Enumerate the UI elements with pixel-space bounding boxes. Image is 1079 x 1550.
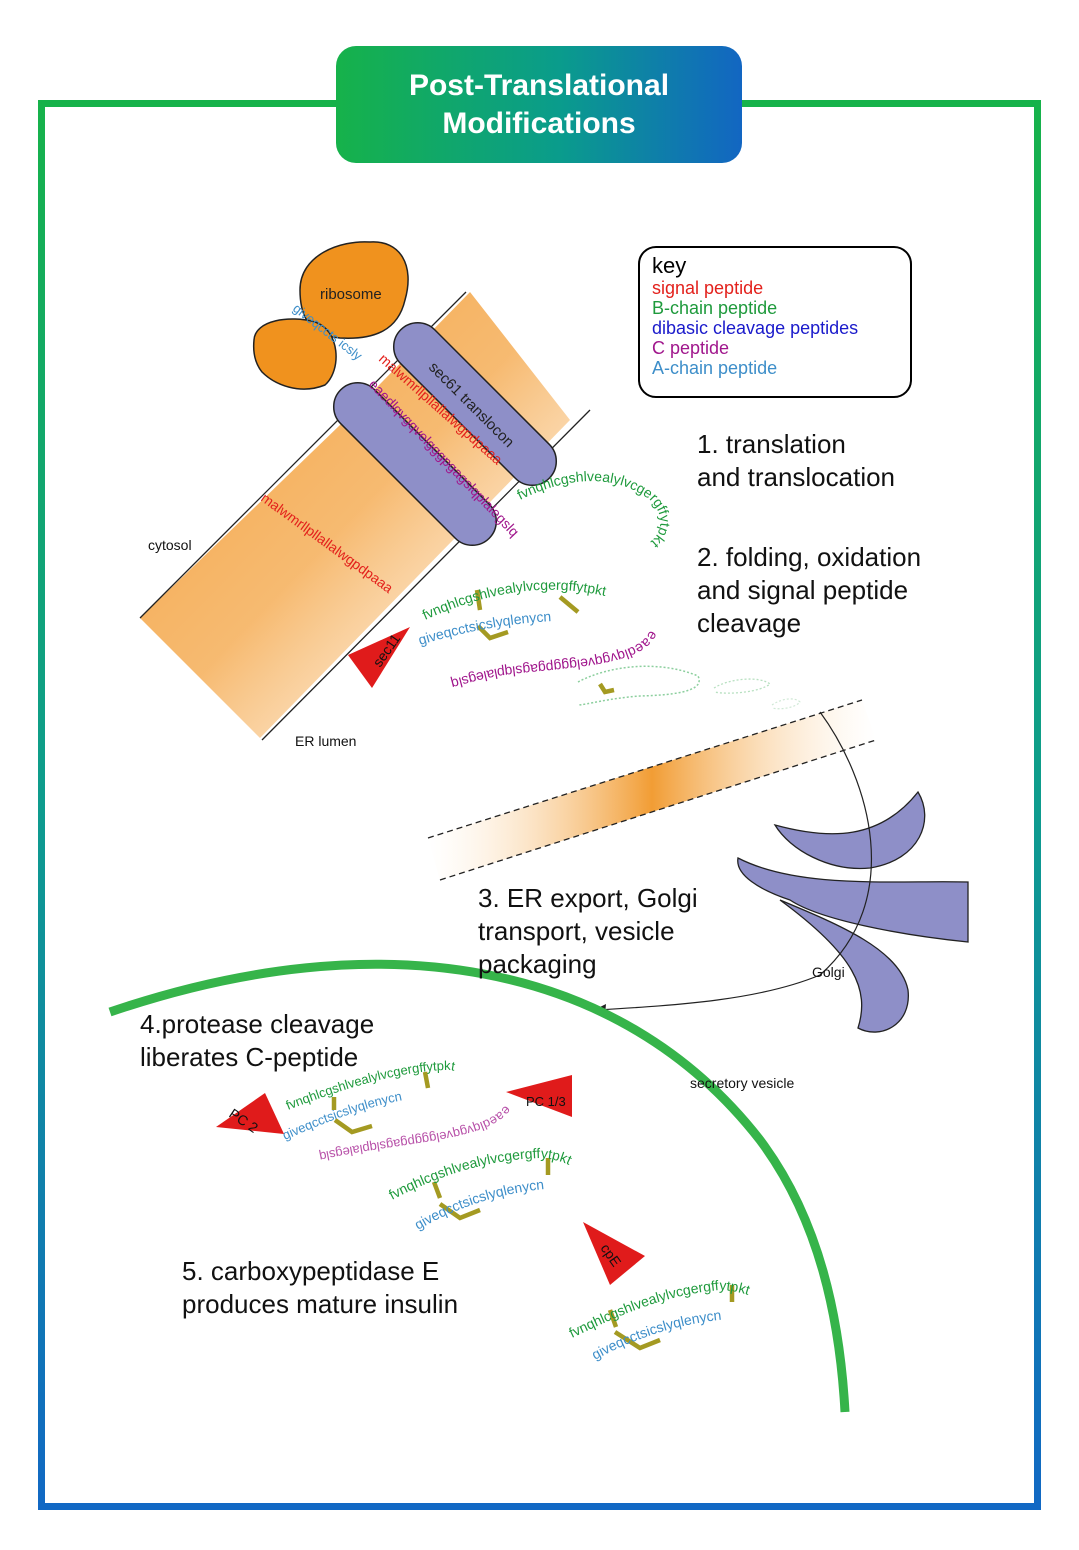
- legend-item-a-chain: A-chain peptide: [652, 358, 778, 378]
- legend-key: key signal peptide B-chain peptide dibas…: [638, 246, 912, 398]
- disulfide-bond: [558, 595, 580, 614]
- step-3-label: 3. ER export, Golgi transport, vesicle p…: [478, 883, 698, 979]
- ribosome-small-subunit: [252, 318, 337, 390]
- folding-miniatures: [577, 665, 801, 710]
- legend-item-b-chain: B-chain peptide: [652, 298, 778, 318]
- disulfide-bond: [431, 1181, 443, 1199]
- er-lumen-label: ER lumen: [295, 733, 357, 749]
- step-1-label: 1. translation and translocation: [697, 429, 896, 492]
- export-dash-top: [427, 699, 863, 839]
- cpe-enzyme: [583, 1222, 645, 1285]
- pc13-enzyme: [506, 1075, 572, 1117]
- golgi-label: Golgi: [812, 964, 845, 980]
- folding-chain-small-1: [577, 665, 700, 706]
- disulfide-bond: [474, 589, 483, 611]
- disulfide-bond: [438, 1202, 481, 1221]
- sec11-enzyme: [348, 627, 410, 688]
- export-band: [428, 700, 876, 880]
- golgi-cisterna-3: [779, 899, 909, 1033]
- disulfide-bonds: [331, 589, 735, 1351]
- legend-item-dibasic: dibasic cleavage peptides: [652, 318, 859, 338]
- title-line-2: Modifications: [442, 106, 636, 140]
- disulfide-bond: [607, 1309, 619, 1328]
- golgi-cisterna-1: [773, 790, 926, 870]
- step-2-label: 2. folding, oxidation and signal peptide…: [697, 542, 922, 638]
- cytosol-label: cytosol: [148, 537, 192, 553]
- disulfide-bond: [333, 1118, 373, 1135]
- legend-title: key: [652, 253, 687, 278]
- transport-curve: [597, 711, 873, 1011]
- b-chain-1: fvnqhlcgshlvealylvcgergffytpkt: [514, 468, 673, 552]
- translocon-upper: [392, 321, 558, 487]
- ribosome: [252, 241, 409, 390]
- er-export-membrane: [427, 699, 877, 881]
- step-4-label: 4.protease cleavage liberates C-peptide: [140, 1009, 375, 1072]
- secretory-vesicle-membrane: [108, 959, 850, 1413]
- legend-item-c-peptide: C peptide: [652, 338, 730, 358]
- c-peptide-2: eaedlqvgqvelgggpgagslqplalegslq: [449, 629, 661, 693]
- title-line-1: Post-Translational: [408, 68, 670, 102]
- golgi-cisterna-2: [737, 857, 969, 943]
- disulfide-bond: [613, 1330, 661, 1351]
- export-dash-bottom: [439, 739, 877, 881]
- pc2-enzyme: [216, 1093, 284, 1134]
- disulfide-bond: [422, 1071, 431, 1089]
- translocon: [332, 321, 558, 547]
- disulfide-bond: [598, 682, 615, 695]
- translocon-lower: [332, 381, 498, 547]
- step-5-label: 5. carboxypeptidase E produces mature in…: [182, 1256, 459, 1319]
- ribosome-label: ribosome: [320, 286, 382, 303]
- folding-chain-small-2: [713, 678, 772, 694]
- secretory-vesicle-label: secretory vesicle: [690, 1075, 795, 1091]
- pc13-label: PC 1/3: [526, 1094, 566, 1109]
- title-banner: Post-Translational Modifications: [336, 46, 742, 163]
- golgi: [737, 790, 969, 1033]
- proteases: sec11 PC 2 PC 1/3 cpE: [216, 627, 645, 1285]
- disulfide-bond: [476, 624, 509, 641]
- folding-chain-small-3: [771, 698, 801, 710]
- legend-item-signal: signal peptide: [652, 278, 764, 298]
